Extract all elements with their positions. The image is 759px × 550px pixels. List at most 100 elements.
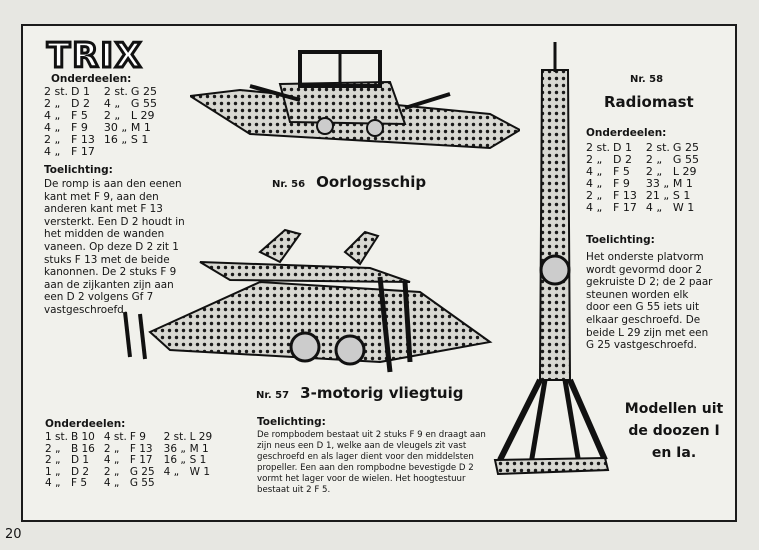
part-quantity: 4 „: [45, 477, 61, 489]
part-code: G 25: [672, 141, 699, 154]
part-quantity: 2 „: [103, 109, 121, 122]
model57-number: Nr. 57: [256, 390, 290, 401]
part-code: L 29: [672, 165, 697, 178]
parts-row: 1 st.B 10 4 st.F 9 2 st.L 29: [45, 431, 221, 444]
part-code: M 1: [130, 121, 151, 134]
model57-parts-table: 1 st.B 10 4 st.F 9 2 st.L 29 2 „ B 16 2 „ F 13…: [45, 431, 222, 490]
model58-title: Radiomast: [604, 93, 694, 111]
model58-parts-heading: Onderdeelen:: [586, 127, 667, 139]
part-quantity: 36 „: [163, 442, 186, 455]
part-code: F 13: [613, 189, 637, 202]
part-quantity: 2 „: [586, 189, 603, 202]
part-code: F 5: [70, 477, 88, 489]
part-code: D 1: [613, 141, 633, 154]
part-code: F 13: [129, 442, 153, 455]
model56-note: De romp is aan den eenen kant met F 9, a…: [44, 178, 185, 316]
part-code: L 29: [189, 431, 213, 443]
part-code: M 1: [189, 442, 209, 455]
part-quantity: 4 st.: [103, 431, 127, 443]
part-quantity: 30 „: [103, 121, 128, 134]
part-code: [190, 478, 222, 490]
model56-number: Nr. 56: [272, 179, 306, 190]
series-note-line: de doozen I: [628, 423, 720, 439]
part-quantity: 2 st.: [163, 431, 187, 443]
part-code: S 1: [672, 189, 691, 202]
part-code: W 1: [672, 201, 695, 214]
parts-row: 4 „ F 17: [44, 146, 166, 158]
part-quantity: 2 „: [645, 165, 663, 178]
part-quantity: 4 „: [44, 109, 61, 122]
model56-note-heading: Toelichting:: [44, 164, 113, 176]
part-code: F 17: [613, 201, 637, 214]
part-quantity: 2 „: [45, 442, 61, 455]
part-quantity: 21 „: [645, 189, 670, 202]
part-code: S 1: [189, 454, 207, 466]
part-quantity: 2 „: [586, 153, 603, 166]
part-quantity: 2 st.: [103, 85, 128, 98]
part-quantity: 4 „: [103, 97, 121, 110]
part-quantity: 33 „: [645, 177, 670, 190]
part-code: F 17: [71, 145, 95, 158]
part-quantity: 16 „: [103, 133, 128, 146]
part-quantity: 2 „: [45, 454, 61, 466]
part-quantity: 4 „: [586, 165, 603, 178]
part-quantity: 1 st.: [45, 431, 68, 443]
parts-row: 4 „ F 5 2 „ L 29: [586, 166, 708, 178]
part-code: D 1: [70, 454, 90, 466]
battleship-illustration: [190, 50, 520, 150]
part-quantity: 2 „: [645, 153, 663, 166]
parts-row: 2 „ F 13 16 „S 1: [44, 134, 166, 146]
part-code: F 13: [71, 133, 95, 146]
part-quantity: 4 „: [586, 177, 603, 190]
part-quantity: 2 st.: [645, 141, 670, 154]
part-code: S 1: [130, 133, 149, 146]
airplane-illustration: [123, 228, 493, 373]
part-quantity: 4 „: [103, 477, 120, 489]
part-code: M 1: [672, 177, 693, 190]
part-quantity: 4 „: [163, 465, 180, 478]
part-code: F 9: [71, 121, 88, 134]
part-quantity: 2 „: [44, 133, 61, 146]
part-quantity: 4 „: [44, 121, 61, 134]
part-code: G 25: [130, 85, 157, 98]
model56-caption: Nr. 56 Oorlogsschip: [272, 172, 426, 191]
parts-row: 4 „ F 17 4 „ W 1: [586, 202, 708, 214]
part-quantity: [104, 146, 131, 158]
part-code: D 1: [71, 85, 91, 98]
part-quantity: 2 „: [44, 97, 61, 110]
part-code: B 16: [70, 442, 95, 455]
part-quantity: 16 „: [163, 454, 186, 466]
model58-note-heading: Toelichting:: [586, 234, 655, 246]
parts-row: 2 „ B 16 2 „ F 13 36 „M 1: [45, 442, 221, 456]
series-note-line: Modellen uit: [624, 401, 724, 417]
part-code: F 5: [71, 109, 88, 122]
part-code: F 5: [613, 165, 630, 178]
part-code: F 9: [613, 177, 630, 190]
part-code: F 9: [129, 431, 146, 443]
part-quantity: 2 „: [103, 442, 120, 455]
model57-parts-heading: Onderdeelen:: [45, 418, 126, 430]
part-code: F 17: [129, 454, 153, 466]
parts-row: 2 „ F 13 21 „S 1: [586, 190, 708, 202]
part-quantity: 4 „: [645, 201, 663, 214]
part-code: G 55: [129, 477, 155, 489]
part-code: D 2: [613, 153, 633, 166]
part-quantity: 1 „: [45, 465, 61, 478]
part-quantity: 4 „: [586, 201, 603, 214]
model58-note: Het onderste platvorm wordt gevormd door…: [586, 251, 713, 352]
part-quantity: 2 st.: [44, 85, 69, 98]
part-quantity: 4 „: [44, 145, 61, 158]
model56-title: Oorlogsschip: [316, 173, 427, 191]
part-code: B 10: [70, 431, 95, 443]
model57-note-heading: Toelichting:: [257, 416, 326, 428]
model58-number: Nr. 58: [630, 74, 664, 85]
part-quantity: 2 st.: [586, 141, 611, 154]
